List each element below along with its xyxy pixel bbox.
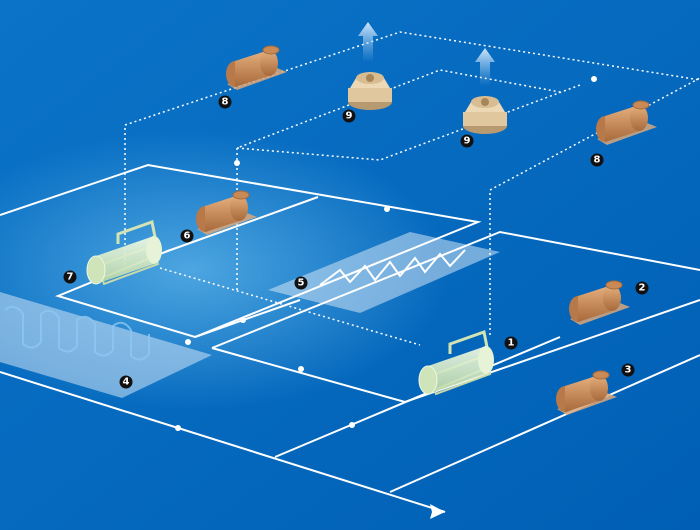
label-tower-9a: 9 <box>346 111 353 122</box>
label-pump-8b: 8 <box>594 155 601 166</box>
label-chiller-aux: 7 <box>67 272 74 283</box>
label-floor-coil: 4 <box>123 377 130 388</box>
labels: 1 2 3 4 5 6 7 8 8 9 9 <box>63 95 649 389</box>
flow-arrow-icon <box>430 504 445 519</box>
label-pump-6: 6 <box>184 231 191 242</box>
exhaust-arrow-icon <box>358 22 378 62</box>
label-chiller-main: 1 <box>508 338 515 349</box>
label-ceiling-coil: 5 <box>298 278 305 289</box>
label-pump-3: 3 <box>625 365 632 376</box>
label-pump-2: 2 <box>639 283 646 294</box>
exhaust-arrow-icon <box>475 48 495 86</box>
pipe-junctions <box>175 76 597 431</box>
floor-radiant-coil <box>0 292 212 398</box>
label-pump-8a: 8 <box>222 97 229 108</box>
label-tower-9b: 9 <box>464 136 471 147</box>
water-pipes <box>0 163 700 513</box>
